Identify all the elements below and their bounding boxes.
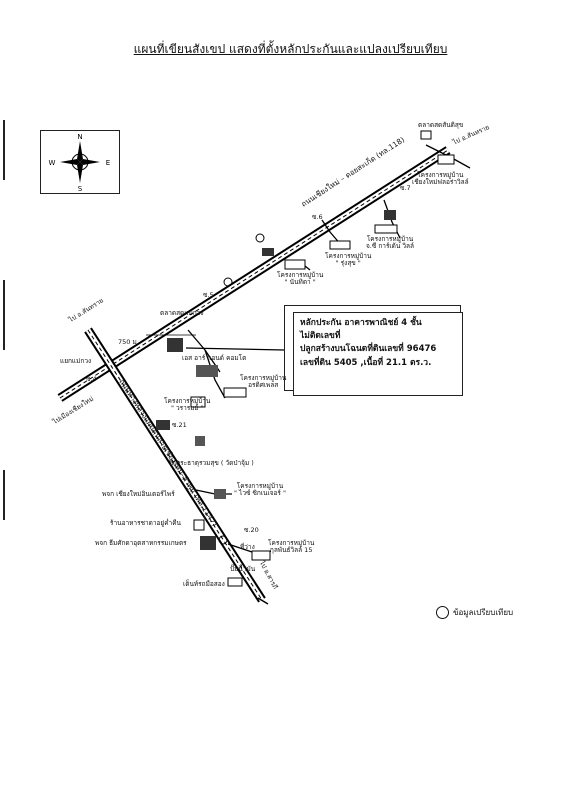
label-shop: เอส อาร์ แอนด์ คอมโต xyxy=(182,354,247,362)
label-proj-aradom: โครงการหมู่บ้าน อรดิศเพลส xyxy=(240,374,287,390)
village-icon xyxy=(284,259,306,270)
compass-s: S xyxy=(78,185,83,193)
legend-text: ข้อมูลเปรียบเทียบ xyxy=(453,608,514,617)
village-icon xyxy=(374,224,398,234)
info-line-3: ปลูกสร้างบนโฉนดที่ดินเลขที่ 96476 xyxy=(300,344,437,355)
label-soi6: ซ.6 xyxy=(312,213,323,221)
label-soi5: ซ.5 xyxy=(203,291,214,299)
compass-e: E xyxy=(106,159,110,167)
info-line-2: ไม่ติดเลขที่ xyxy=(300,331,341,342)
info-line-1: หลักประกัน อาคารพาณิชย์ 4 ชั้น xyxy=(300,318,422,328)
label-market-mae-kuang: ตลาดสดแม่กวง xyxy=(160,309,204,317)
compass-w: W xyxy=(49,159,56,167)
village-icon xyxy=(190,396,206,408)
car-icon xyxy=(227,577,243,587)
side-road-b xyxy=(204,349,226,399)
building-icon xyxy=(195,436,205,446)
building-icon xyxy=(384,210,396,220)
label-proj-chitpanya: โครงการหมู่บ้าน จ.ซี การ์เด้น วิลล์ xyxy=(366,235,414,251)
map-title: แผนที่เขียนสังเขป แสดงที่ตั้งหลักประกันแ… xyxy=(133,42,448,56)
collateral-info-inner: หลักประกัน อาคารพาณิชย์ 4 ชั้น ไม่ติดเลข… xyxy=(293,312,463,396)
label-proj-chiangmai-fo: โครงการหมู่บ้าน เชียงใหม่ฟลอร่าวิลล์ xyxy=(412,171,469,187)
building-icon xyxy=(214,489,226,499)
collateral-info-box: หลักประกัน อาคารพาณิชย์ 4 ชั้น ไม่ติดเลข… xyxy=(284,305,463,396)
village-icon xyxy=(437,154,455,165)
comparison-circle xyxy=(223,277,233,287)
legend: ข้อมูลเปรียบเทียบ xyxy=(436,606,513,619)
comparison-circle xyxy=(255,233,265,243)
page-edge-mark xyxy=(3,120,5,180)
compass-n: N xyxy=(77,133,82,141)
collateral-building-icon xyxy=(167,338,183,352)
label-restaurant: ร้านอาหารชาดาอยู่ค่ำคืน xyxy=(110,519,181,527)
pointer-line xyxy=(185,347,285,351)
comparison-circle-icon xyxy=(436,606,449,619)
info-line-4: เลขที่ดิน 5405 ,เนื้อที่ 21.1 ตร.ว. xyxy=(300,357,432,368)
label-market-top: ตลาดสดสันติสุข xyxy=(418,121,464,129)
label-proj-kulphan: โครงการหมู่บ้าน กุลพันธ์วิลล์ 15 xyxy=(268,539,315,555)
restaurant-icon xyxy=(193,519,205,531)
shop-icon xyxy=(196,365,218,377)
label-ho-sai: พจก ธีมศักดาอุตสาหกรรมเกษตร xyxy=(95,539,187,547)
building-icon xyxy=(156,420,170,430)
label-soi21: ซ.21 xyxy=(172,421,187,429)
page-edge-mark xyxy=(3,470,5,520)
label-distance-750: 750 ม. xyxy=(118,338,139,346)
label-proj-nanthida: โครงการหมู่บ้าน " นันทิดา " xyxy=(277,271,324,287)
village-icon xyxy=(329,240,351,250)
label-proj-wararom: โครงการหมู่บ้าน " วรารมย์ " xyxy=(164,397,211,413)
village-icon xyxy=(223,387,247,398)
label-thi-wang: ที่ว่าง xyxy=(240,543,255,551)
label-wat: วัดพระธาตุรวมสุข ( วัดป่าจุ้ม ) xyxy=(168,459,254,467)
factory-icon xyxy=(200,536,216,550)
label-proj-five: โครงการหมู่บ้าน " ไวซ์ ซิกเนเจอร์ " xyxy=(234,482,286,498)
side-road-soi20 xyxy=(227,543,253,553)
market-icon xyxy=(420,130,432,140)
label-soi20: ซ.20 xyxy=(244,526,259,534)
compass-rose-icon: N S E W xyxy=(49,133,111,193)
village-icon xyxy=(251,550,271,561)
comparison-circle xyxy=(218,535,228,545)
label-soi7: ซ.7 xyxy=(400,184,411,192)
label-pharmacy: พจก เชียงใหม่อินเตอร์ไพร์ xyxy=(102,490,175,498)
label-soi4: ซ.4 xyxy=(86,375,97,383)
label-proj-ruamsuk: โครงการหมู่บ้าน " รุ่งสุข " xyxy=(325,252,372,268)
label-intersection: แยกแม่กวง xyxy=(60,357,92,365)
label-gas: ปั๊มน้ำมัน xyxy=(230,565,256,573)
north-arrow: N S E W xyxy=(40,130,120,194)
page-edge-mark xyxy=(3,280,5,350)
building-icon xyxy=(262,248,274,256)
road-arrow xyxy=(257,597,269,605)
label-temple-bottom: เต็นท์รถมือสอง xyxy=(183,580,225,588)
